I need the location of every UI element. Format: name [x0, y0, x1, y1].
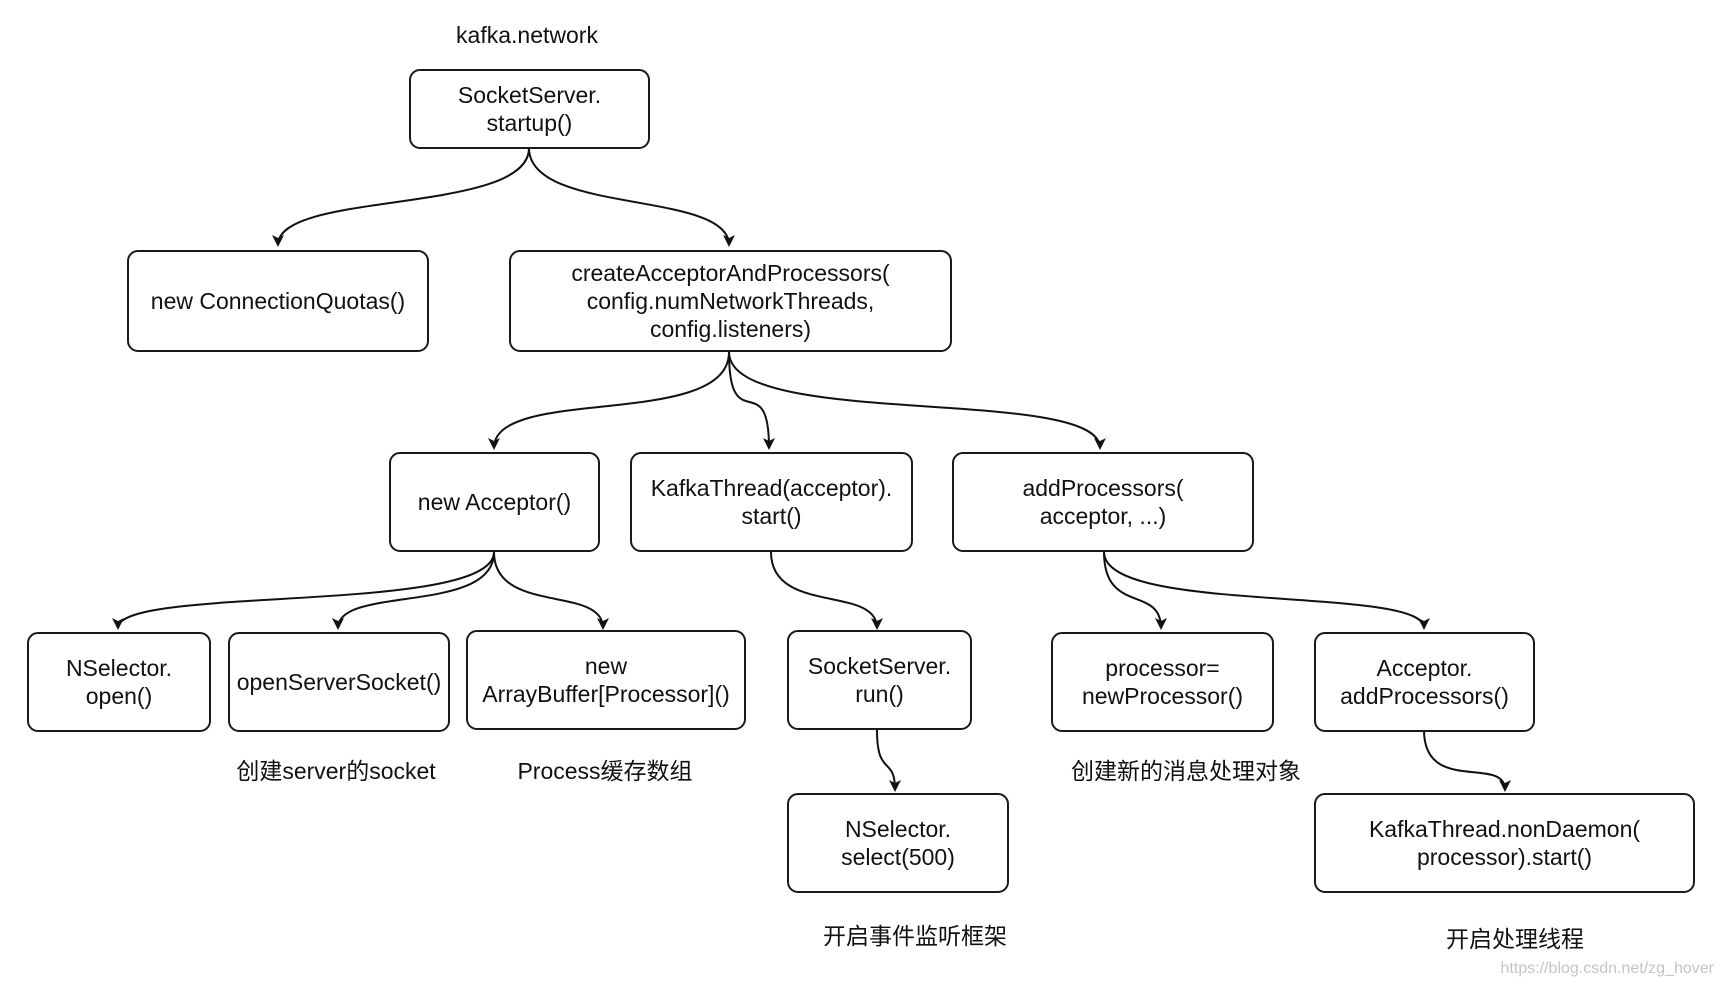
edge-create-to-kafka-thread	[728, 351, 775, 450]
node-kafka-thread-acceptor-start: KafkaThread(acceptor). start()	[630, 452, 913, 552]
node-add-processors: addProcessors( acceptor, ...)	[952, 452, 1254, 552]
edge-socket-server-run-to-nselector-select	[876, 729, 901, 792]
edge-add-processors-to-acceptor-add-processors	[1103, 551, 1430, 630]
node-label: new Acceptor()	[417, 489, 572, 515]
edge-add-processors-to-processor-new	[1103, 551, 1167, 630]
annotation-create-message-handler: 创建新的消息处理对象	[1071, 758, 1301, 784]
node-new-connection-quotas: new ConnectionQuotas()	[127, 250, 429, 352]
edge-new-acceptor-to-open-server-socket	[332, 551, 495, 630]
edge-create-to-add-processors	[728, 351, 1106, 450]
node-nselector-open: NSelector. open()	[27, 632, 211, 732]
diagram-title: kafka.network	[456, 22, 598, 48]
annotation-process-buffer-array: Process缓存数组	[517, 758, 693, 784]
node-socket-server-run: SocketServer. run()	[787, 630, 972, 730]
node-new-array-buffer: new ArrayBuffer[Processor]()	[466, 630, 746, 730]
edge-new-acceptor-to-array-buffer	[493, 551, 609, 630]
node-acceptor-add-processors: Acceptor. addProcessors()	[1314, 632, 1535, 732]
node-open-server-socket: openServerSocket()	[228, 632, 450, 732]
node-label: new ArrayBuffer[Processor]()	[482, 653, 730, 707]
node-label: KafkaThread.nonDaemon( processor).start(…	[1368, 816, 1641, 870]
node-label: processor= newProcessor()	[1081, 655, 1244, 709]
edge-new-acceptor-to-nselector-open	[112, 551, 495, 630]
edge-kafka-thread-to-socket-server-run	[770, 551, 883, 630]
node-create-acceptor-and-processors: createAcceptorAndProcessors( config.numN…	[509, 250, 952, 352]
node-kafka-thread-non-daemon: KafkaThread.nonDaemon( processor).start(…	[1314, 793, 1695, 893]
node-nselector-select: NSelector. select(500)	[787, 793, 1009, 893]
node-label: NSelector. select(500)	[841, 816, 955, 870]
node-label: KafkaThread(acceptor). start()	[650, 475, 893, 529]
node-label: SocketServer. run()	[807, 653, 952, 707]
node-label: NSelector. open()	[65, 655, 173, 709]
edge-startup-to-create-acceptor	[528, 147, 735, 247]
node-label: Acceptor. addProcessors()	[1340, 655, 1509, 709]
annotation-create-server-socket: 创建server的socket	[236, 758, 436, 784]
node-label: new ConnectionQuotas()	[150, 288, 406, 314]
annotation-start-event-listener: 开启事件监听框架	[823, 923, 1007, 949]
node-label: addProcessors( acceptor, ...)	[1022, 475, 1184, 529]
node-socket-server-startup: SocketServer. startup()	[409, 69, 650, 149]
watermark: https://blog.csdn.net/zg_hover	[1500, 960, 1714, 977]
node-label: SocketServer. startup()	[457, 82, 602, 136]
annotation-start-processing-thread: 开启处理线程	[1446, 926, 1584, 952]
node-new-acceptor: new Acceptor()	[389, 452, 600, 552]
edge-create-to-new-acceptor	[488, 351, 730, 450]
node-processor-new: processor= newProcessor()	[1051, 632, 1274, 732]
edge-startup-to-connection-quotas	[272, 147, 530, 247]
node-label: openServerSocket()	[236, 669, 442, 695]
node-label: createAcceptorAndProcessors( config.numN…	[571, 260, 890, 342]
edge-acceptor-add-processors-to-kafka-thread-non-daemon	[1423, 729, 1511, 792]
